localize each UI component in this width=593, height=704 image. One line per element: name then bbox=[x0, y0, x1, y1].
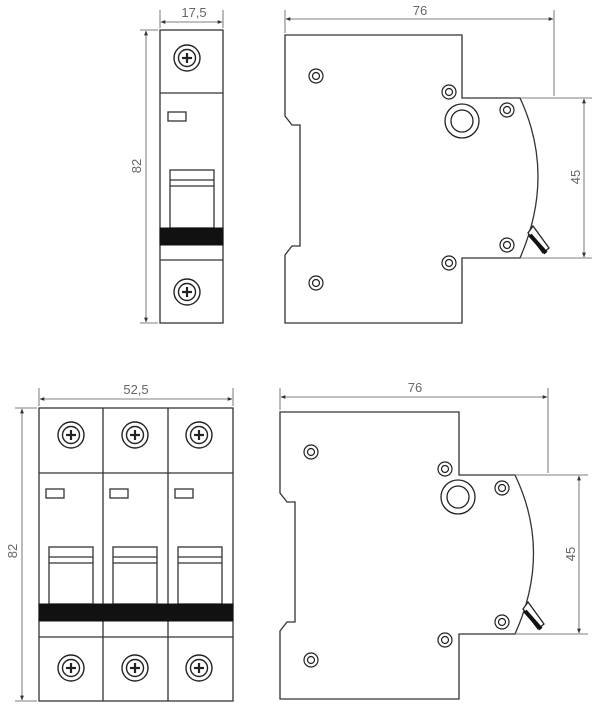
adjustment-knob-icon bbox=[440, 479, 476, 515]
indicator-window bbox=[174, 488, 194, 499]
rivet-hole-icon bbox=[437, 632, 453, 648]
three-pole-height-label: 82 bbox=[5, 544, 20, 558]
three-pole-depth-label: 76 bbox=[408, 380, 422, 395]
single-pole-front-view: 17,5 82 bbox=[129, 5, 224, 324]
toggle-lever bbox=[177, 546, 223, 605]
indicator-window bbox=[45, 488, 65, 499]
three-pole-body bbox=[38, 407, 234, 702]
rivet-hole-icon bbox=[308, 68, 324, 84]
single-pole-width-label: 17,5 bbox=[181, 5, 206, 20]
toggle-lever bbox=[159, 169, 224, 246]
indicator-window bbox=[167, 111, 187, 122]
terminal-screw-icon bbox=[172, 277, 202, 307]
rivet-hole-icon bbox=[441, 255, 457, 271]
rivet-hole-icon bbox=[303, 444, 319, 460]
lever-handle bbox=[522, 600, 545, 630]
rivet-hole-icon bbox=[499, 102, 515, 118]
side-profile-outline bbox=[279, 411, 535, 700]
indicator-window bbox=[109, 488, 129, 499]
rivet-hole-icon bbox=[494, 614, 510, 630]
toggle-lever bbox=[112, 546, 158, 605]
adjustment-knob-icon bbox=[444, 103, 480, 139]
terminal-screw-icon bbox=[120, 420, 150, 450]
rivet-hole-icon bbox=[303, 652, 319, 668]
terminal-screw-icon bbox=[184, 653, 214, 683]
terminal-screw-icon bbox=[120, 653, 150, 683]
three-pole-front-height-label: 45 bbox=[563, 547, 578, 561]
rivet-hole-icon bbox=[437, 461, 453, 477]
terminal-screw-icon bbox=[172, 43, 202, 73]
lever-handle bbox=[527, 224, 550, 254]
single-pole-body bbox=[159, 29, 224, 324]
terminal-screw-icon bbox=[184, 420, 214, 450]
rivet-hole-icon bbox=[308, 275, 324, 291]
three-pole-front-view: 52,5 82 bbox=[5, 382, 234, 702]
lever-bar bbox=[38, 603, 234, 622]
single-pole-depth-label: 76 bbox=[413, 3, 427, 18]
single-pole-height-label: 82 bbox=[129, 159, 144, 173]
rivet-hole-icon bbox=[494, 480, 510, 496]
three-pole-width-label: 52,5 bbox=[123, 382, 148, 397]
rivet-hole-icon bbox=[499, 237, 515, 253]
side-profile-outline bbox=[284, 34, 539, 324]
three-pole-side-view: 76 45 bbox=[279, 380, 588, 700]
toggle-lever bbox=[48, 546, 94, 605]
single-pole-side-view: 76 45 bbox=[284, 3, 592, 324]
single-pole-front-height-label: 45 bbox=[568, 170, 583, 184]
terminal-screw-icon bbox=[56, 420, 86, 450]
terminal-screw-icon bbox=[56, 653, 86, 683]
rivet-hole-icon bbox=[441, 84, 457, 100]
